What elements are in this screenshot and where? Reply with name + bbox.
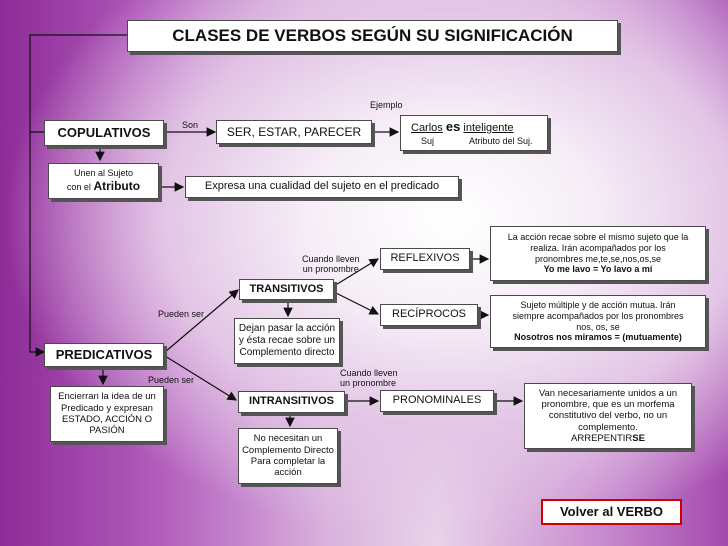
- arrow-predicativos-transitivos: [164, 289, 239, 353]
- label-cuando-lleven-2b: un pronombre: [340, 378, 397, 389]
- label-pueden-ser-1: Pueden ser: [158, 309, 205, 319]
- node-transitivos: TRANSITIVOS: [239, 279, 334, 300]
- node-reflexivos-label: REFLEXIVOS: [390, 252, 460, 265]
- reflexivos-desc-line2: realiza. Irán acompañados por los: [530, 242, 666, 253]
- node-pronominales: PRONOMINALES: [380, 390, 494, 412]
- pronominales-desc-line1: Van necesariamente unidos a un: [538, 387, 678, 399]
- label-cuando-lleven-1a: Cuando lleven: [302, 254, 360, 264]
- node-no-necesitan: No necesitan un Complemento Directo Para…: [238, 428, 338, 484]
- node-pronominales-label: PRONOMINALES: [392, 394, 482, 407]
- example-attribute: inteligente: [463, 122, 514, 134]
- unen-line2-prefix: con el: [66, 182, 94, 193]
- encierran-line3: ESTADO, ACCIÓN O: [61, 414, 153, 425]
- label-cuando-lleven-1: Cuando lleven un pronombre: [302, 254, 360, 275]
- no-necesitan-line2: Complemento Directo: [242, 444, 334, 456]
- reflexivos-desc-line3: pronombres me,te,se,nos,os,se: [534, 253, 662, 264]
- reciprocos-desc-line2: siempre acompañados por los pronombres: [512, 310, 684, 321]
- label-son: Son: [182, 120, 199, 130]
- arrow-transitivos-reflexivos: [333, 258, 380, 287]
- no-necesitan-line1: No necesitan un: [253, 433, 323, 445]
- arrow-transitivos-reciprocos: [333, 291, 380, 315]
- pronominales-desc-line2: pronombre, que es un morfema: [541, 398, 675, 410]
- label-cuando-lleven-2a: Cuando lleven: [340, 368, 398, 378]
- node-ser-estar-parecer: SER, ESTAR, PARECER: [216, 120, 372, 144]
- label-ejemplo: Ejemplo: [370, 100, 403, 110]
- dejan-line3: Complemento directo: [239, 347, 335, 358]
- label-pueden-ser-2: Pueden ser: [148, 375, 195, 385]
- node-expresa-cualidad-label: Expresa una cualidad del sujeto en el pr…: [204, 180, 440, 193]
- line-title-predicativos: [29, 132, 46, 357]
- encierran-line4: PASIÓN: [89, 425, 125, 437]
- node-ser-estar-parecer-label: SER, ESTAR, PARECER: [226, 124, 362, 139]
- line-title-copulativos: [29, 34, 128, 133]
- node-copulativos-label: COPULATIVOS: [57, 125, 151, 141]
- node-reflexivos: REFLEXIVOS: [380, 248, 470, 270]
- pronominales-desc-line5: ARREPENTIRSE: [571, 433, 645, 444]
- node-predicativos: PREDICATIVOS: [44, 343, 164, 367]
- node-intransitivos-label: INTRANSITIVOS: [249, 395, 334, 408]
- reflexivos-desc-line1: La acción recae sobre el mismo sujeto qu…: [507, 231, 689, 242]
- node-pronominales-desc: Van necesariamente unidos a un pronombre…: [524, 383, 692, 449]
- dejan-line2: y ésta recae sobre un: [238, 335, 336, 346]
- example-verb: es: [445, 119, 461, 134]
- example-subject: Carlos: [411, 122, 443, 134]
- encierran-line1: Encierran la idea de un: [58, 391, 156, 403]
- node-copulativos: COPULATIVOS: [44, 120, 164, 146]
- node-dejan-pasar: Dejan pasar la acción y ésta recae sobre…: [234, 318, 340, 364]
- no-necesitan-line3: Para completar la: [250, 456, 326, 467]
- pronominales-desc-line3: constitutivo del verbo, no un: [548, 410, 668, 422]
- example-attribute-label: Atributo del Suj.: [469, 136, 533, 147]
- node-predicativos-label: PREDICATIVOS: [55, 347, 153, 363]
- page-title: CLASES DE VERBOS SEGÚN SU SIGNIFICACIÓN: [127, 20, 618, 52]
- pronominales-desc-line5-bold: SE: [632, 433, 645, 445]
- page-title-text: CLASES DE VERBOS SEGÚN SU SIGNIFICACIÓN: [172, 25, 573, 45]
- arrow-predicativos-intransitivos: [164, 355, 238, 401]
- unen-line1: Unen al Sujeto: [73, 168, 134, 179]
- reciprocos-desc-line1: Sujeto múltiple y de acción mutua. Irán: [520, 299, 676, 310]
- node-expresa-cualidad: Expresa una cualidad del sujeto en el pr…: [185, 176, 459, 198]
- node-transitivos-label: TRANSITIVOS: [249, 282, 324, 295]
- example-annotations: Suj Atributo del Suj.: [411, 136, 533, 147]
- reflexivos-desc-line4: Yo me lavo = Yo lavo a mí: [543, 264, 653, 275]
- node-reciprocos-label: RECÍPROCOS: [392, 308, 466, 321]
- encierran-line2: Predicado y expresan: [61, 402, 153, 414]
- pronominales-desc-line4: complemento.: [578, 421, 638, 433]
- example-subject-label: Suj: [421, 136, 435, 147]
- node-reflexivos-desc: La acción recae sobre el mismo sujeto qu…: [490, 226, 706, 281]
- pronominales-desc-line5-prefix: ARREPENTIR: [571, 433, 633, 445]
- volver-al-verbo-label: Volver al VERBO: [559, 504, 664, 520]
- unen-line2: con el Atributo: [67, 179, 140, 193]
- reciprocos-desc-line4: Nosotros nos miramos = (mutuamente): [514, 332, 682, 343]
- reciprocos-desc-line3: nos, os, se: [576, 321, 620, 332]
- volver-al-verbo-button[interactable]: Volver al VERBO: [541, 499, 682, 525]
- node-reciprocos-desc: Sujeto múltiple y de acción mutua. Irán …: [490, 295, 706, 348]
- node-unen-sujeto: Unen al Sujeto con el Atributo: [48, 163, 159, 199]
- no-necesitan-line4: acción: [274, 467, 302, 479]
- unen-line2-bold: Atributo: [93, 179, 141, 194]
- dejan-line1: Dejan pasar la acción: [238, 323, 336, 334]
- node-example: Carlos es inteligente Suj Atributo del S…: [400, 115, 548, 151]
- label-cuando-lleven-2: Cuando lleven un pronombre: [340, 368, 398, 389]
- example-sentence: Carlos es inteligente: [411, 119, 514, 135]
- node-reciprocos: RECÍPROCOS: [380, 304, 478, 326]
- label-cuando-lleven-1b: un pronombre: [302, 264, 359, 275]
- node-encierran-idea: Encierran la idea de un Predicado y expr…: [50, 386, 164, 442]
- node-intransitivos: INTRANSITIVOS: [238, 391, 345, 413]
